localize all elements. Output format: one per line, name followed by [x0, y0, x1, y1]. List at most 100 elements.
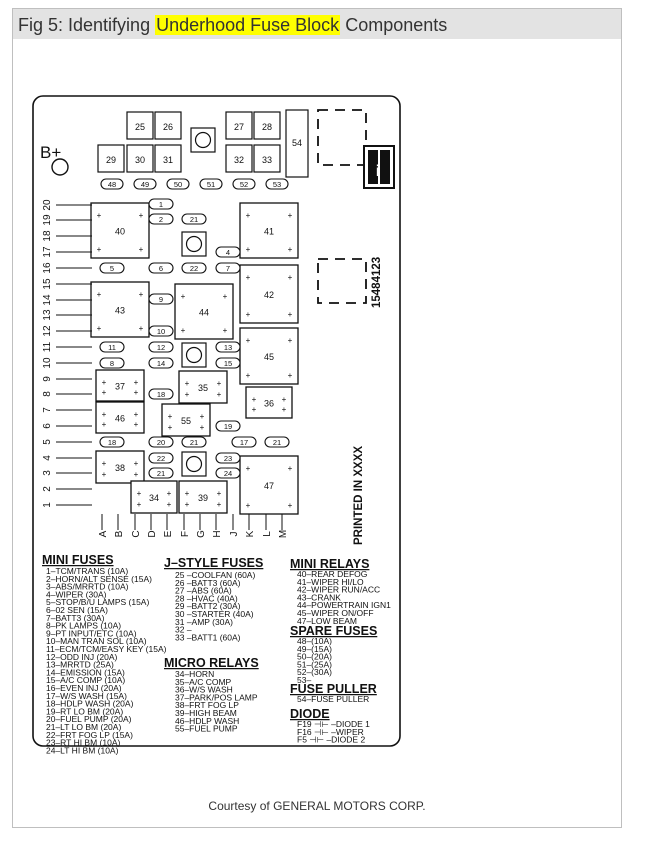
mini-fuse-8 — [99, 357, 125, 369]
round-connector-3-icon — [185, 455, 203, 473]
bottom-pin-B: B — [114, 530, 125, 537]
mini-fuse-1 — [148, 198, 174, 210]
svg-text:+: + — [181, 292, 186, 301]
svg-text:+: + — [288, 336, 293, 345]
mini-fuse-19 — [215, 420, 241, 432]
j-fuse-label: 32 — [234, 155, 244, 165]
svg-text:+: + — [137, 489, 142, 498]
svg-text:+: + — [217, 500, 222, 509]
mini-fuse-22-label: 22 — [157, 454, 165, 463]
mini-relay-item: 45–WIPER ON/OFF — [297, 608, 374, 618]
svg-text:+: + — [246, 310, 251, 319]
spare-fuse-51 — [199, 178, 223, 190]
j-fuse-31 — [154, 144, 182, 173]
mini-fuse-item: 24–LT HI BM (10A) — [46, 745, 119, 755]
mini-fuse-7 — [215, 262, 241, 274]
mini-fuse-19-label: 19 — [224, 422, 232, 431]
mini-fuse-item: 4–WIPER (30A) — [46, 589, 107, 599]
diode-heading: DIODE — [290, 707, 330, 721]
mini-fuse-10-label: 10 — [157, 327, 165, 336]
svg-text:+: + — [288, 501, 293, 510]
mini-fuse-14-label: 14 — [157, 359, 165, 368]
relay-44 — [174, 283, 234, 340]
mini-fuse-23-label: 23 — [224, 454, 232, 463]
relay-terminal-marks: ++++ — [185, 489, 222, 509]
svg-text:+: + — [167, 489, 172, 498]
svg-text:+: + — [288, 464, 293, 473]
svg-text:i: i — [376, 163, 380, 180]
mini-fuse-21 — [181, 436, 207, 448]
svg-text:+: + — [97, 324, 102, 333]
svg-text:+: + — [246, 336, 251, 345]
bottom-pin-F: F — [180, 531, 191, 537]
spare-fuse-49 — [133, 178, 157, 190]
mini-fuse-5 — [99, 262, 125, 274]
fuse-puller-heading: FUSE PULLER — [290, 682, 377, 696]
title-prefix: Fig 5: Identifying — [18, 15, 156, 35]
battery-terminal-icon — [51, 158, 69, 176]
j-style-fuse-item: 25 –COOLFAN (60A) — [175, 570, 255, 580]
mini-fuse-item: 13–MRRTD (25A) — [46, 660, 114, 670]
relay-terminal-marks: ++++ — [185, 379, 222, 399]
j-fuse-label: 25 — [135, 122, 145, 132]
micro-relay-item: 35–A/C COMP — [175, 677, 232, 687]
svg-text:+: + — [252, 405, 257, 414]
svg-text:+: + — [246, 211, 251, 220]
relay-55-label: 55 — [181, 416, 191, 426]
round-connector-1-icon — [185, 235, 203, 253]
mini-fuse-item: 10–MAN TRAN SOL (10A) — [46, 636, 147, 646]
relay-42 — [239, 264, 299, 324]
j-fuse-label: 30 — [135, 155, 145, 165]
mini-fuse-item: 12–ODD INJ (20A) — [46, 652, 117, 662]
mini-fuse-item: 3–ABS/MRRTD (10A) — [46, 582, 129, 592]
mini-fuse-20 — [148, 436, 174, 448]
mini-fuse-item: 18–HDLP WASH (20A) — [46, 699, 134, 709]
j-style-fuse-item: 28 –HVAC (40A) — [175, 593, 238, 603]
mini-fuse-15-label: 15 — [224, 359, 232, 368]
bottom-pin-H: H — [212, 530, 223, 537]
round-connector-2-icon — [185, 346, 203, 364]
relay-terminal-marks: ++++ — [168, 412, 205, 432]
svg-text:+: + — [223, 292, 228, 301]
diode-item: F16 ⊣⊢ –WIPER — [297, 727, 364, 737]
bottom-pin-G: G — [196, 530, 207, 538]
mini-fuse-21-label: 21 — [190, 215, 198, 224]
relay-35-label: 35 — [198, 383, 208, 393]
svg-text:+: + — [139, 245, 144, 254]
bottom-pin-A: A — [98, 530, 109, 537]
left-pin-1: 1 — [42, 502, 53, 508]
left-pin-14: 14 — [42, 294, 53, 306]
j-style-fuse-item: 30 –STARTER (40A) — [175, 609, 254, 619]
round-connector-top-icon — [194, 131, 212, 149]
mini-fuse-2-label: 2 — [159, 215, 163, 224]
j-fuse-label: 29 — [106, 155, 116, 165]
relay-44-label: 44 — [199, 308, 209, 318]
j-fuse-26 — [154, 111, 182, 140]
left-pin-13: 13 — [42, 309, 53, 321]
svg-text:+: + — [102, 410, 107, 419]
svg-text:+: + — [246, 501, 251, 510]
mini-fuse-20-label: 20 — [157, 438, 165, 447]
bottom-pin-L: L — [262, 531, 273, 537]
svg-text:+: + — [102, 378, 107, 387]
j-style-fuse-item: 33 –BATT1 (60A) — [175, 632, 241, 642]
dashed-outline-mid — [317, 258, 367, 304]
mini-fuse-item: 2–HORN/ALT SENSE (15A) — [46, 574, 152, 584]
relay-terminal-marks: ++++ — [102, 378, 139, 397]
mini-fuse-4-label: 4 — [226, 248, 230, 257]
svg-text:+: + — [246, 371, 251, 380]
mini-fuse-12-label: 12 — [157, 343, 165, 352]
mini-fuse-item: 17–W/S WASH (15A) — [46, 691, 127, 701]
relay-47-label: 47 — [264, 481, 274, 491]
mini-fuse-10 — [148, 325, 174, 337]
svg-text:+: + — [181, 326, 186, 335]
svg-text:+: + — [185, 379, 190, 388]
j-fuse-25 — [126, 111, 154, 140]
mini-fuse-item: 8–PK LAMPS (10A) — [46, 621, 121, 631]
relay-45-label: 45 — [264, 352, 274, 362]
spare-fuse-item: 53– — [297, 675, 311, 685]
svg-text:+: + — [134, 459, 139, 468]
mini-relay-item: 43–CRANK — [297, 592, 341, 602]
relay-45 — [239, 327, 299, 385]
